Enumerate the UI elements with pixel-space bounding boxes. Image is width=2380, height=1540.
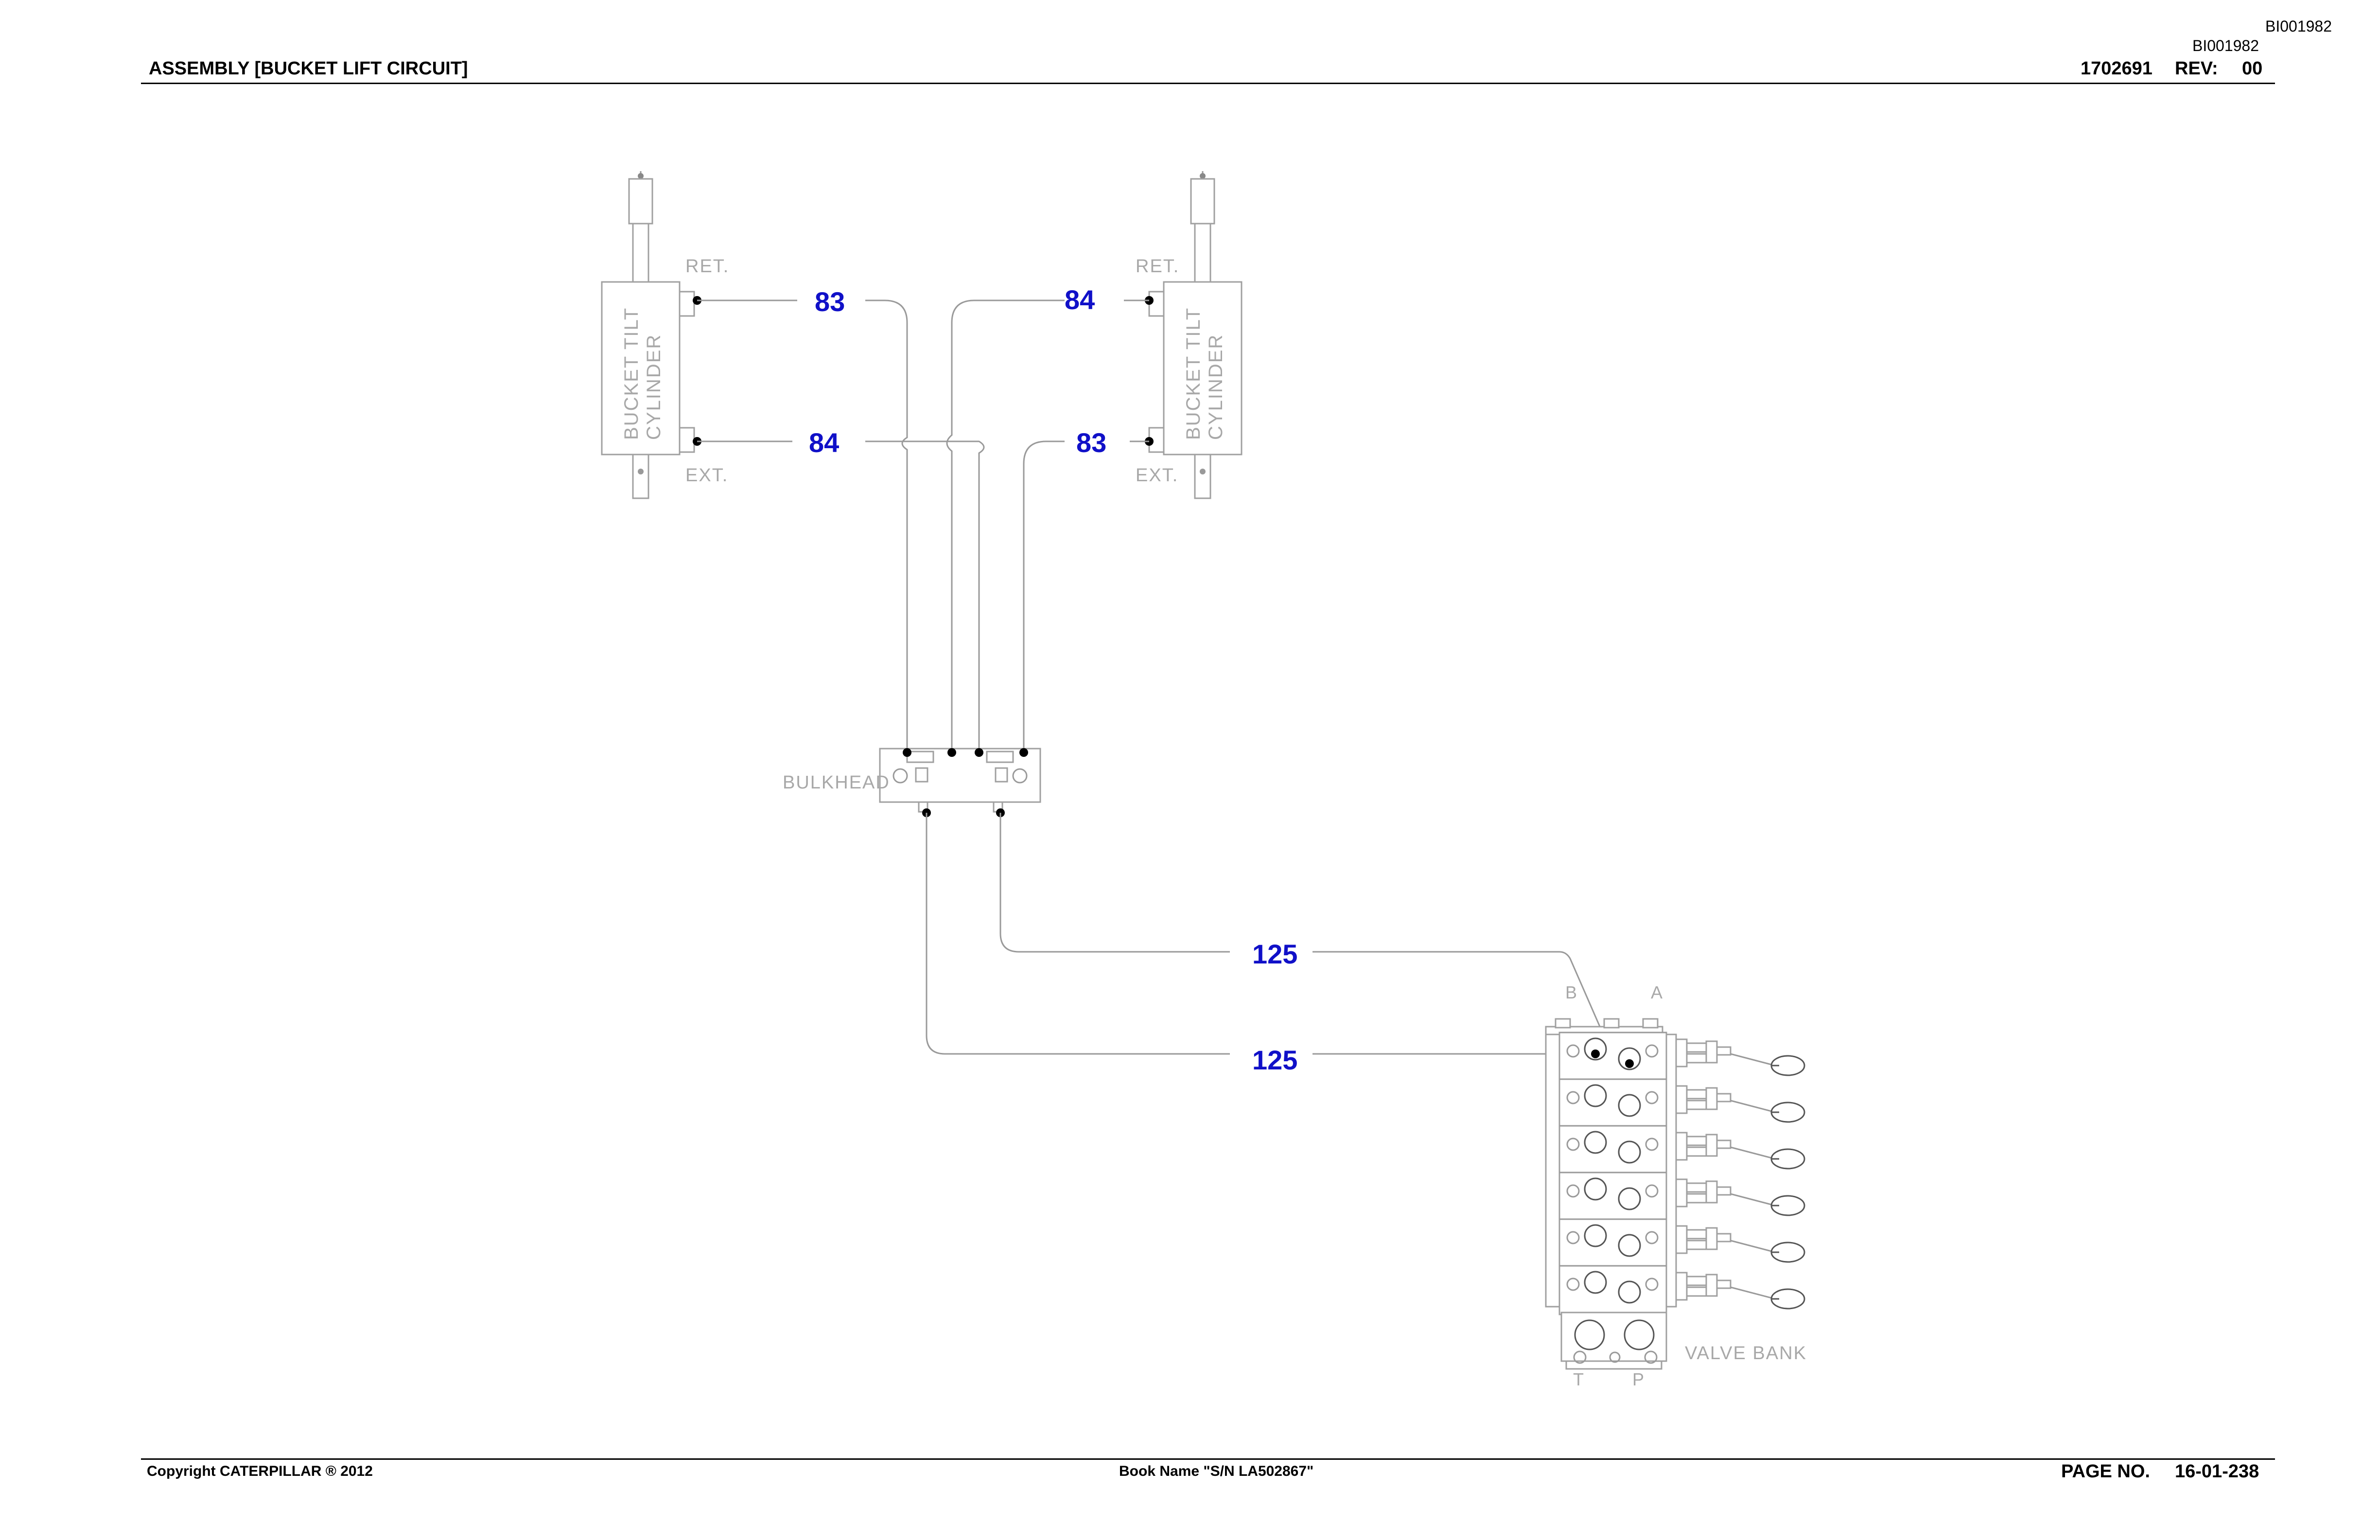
valve-bank-label: VALVE BANK [1685,1343,1807,1364]
bulkhead-label: BULKHEAD [783,772,890,793]
valve-section [1559,1218,1805,1263]
valve-bank: VALVE BANK B A T P [1545,982,1807,1389]
page-number-label: PAGE NO. [2061,1461,2150,1482]
header-rule [141,83,2275,84]
port-b-label: B [1565,982,1578,1002]
valve-section [1559,1125,1805,1170]
valve-hoses [926,813,1624,1065]
right-cylinder: BUCKET TILT CYLINDER RET. EXT. [1136,171,1242,499]
doc-id-top: BI001982 [2265,18,2332,35]
right-ext-label: EXT. [1136,465,1178,486]
rev-label: REV: [2175,58,2218,79]
footer-rule [141,1458,2275,1460]
valve-section [1559,1172,1805,1216]
page-number-value: 16-01-238 [2175,1461,2259,1482]
callout-hose-b: 125 [1252,1045,1297,1075]
left-ret-label: RET. [685,256,729,277]
cylinder-hoses [697,299,1149,752]
doc-id: BI001982 [2192,37,2259,54]
callout-left-ext: 84 [809,427,839,458]
callout-right-ret: 84 [1065,284,1095,315]
valve-section [1559,1032,1805,1076]
port-p-label: P [1632,1369,1645,1389]
valve-section [1559,1265,1805,1310]
right-cylinder-label-1: BUCKET TILT [1183,307,1204,440]
right-ret-label: RET. [1136,256,1179,277]
rev-value: 00 [2242,58,2263,79]
callout-right-ext: 83 [1076,427,1106,458]
callout-left-ret: 83 [815,286,845,317]
copyright: Copyright CATERPILLAR ® 2012 [147,1463,373,1479]
left-cylinder-label-2: CYLINDER [643,334,665,440]
callout-hose-a: 125 [1252,939,1297,969]
left-cylinder-label-1: BUCKET TILT [621,307,642,440]
left-cylinder: BUCKET TILT CYLINDER RET. EXT. [601,171,729,499]
right-cylinder-label-2: CYLINDER [1205,334,1226,440]
port-t-label: T [1573,1369,1585,1389]
page-title: ASSEMBLY [BUCKET LIFT CIRCUIT] [149,58,468,79]
left-ext-label: EXT. [685,465,728,486]
valve-section [1559,1078,1805,1123]
bulkhead: BULKHEAD [783,748,1041,817]
port-a-label: A [1651,982,1663,1002]
part-number: 1702691 [2081,58,2152,79]
book-name: Book Name "S/N LA502867" [1119,1463,1314,1479]
